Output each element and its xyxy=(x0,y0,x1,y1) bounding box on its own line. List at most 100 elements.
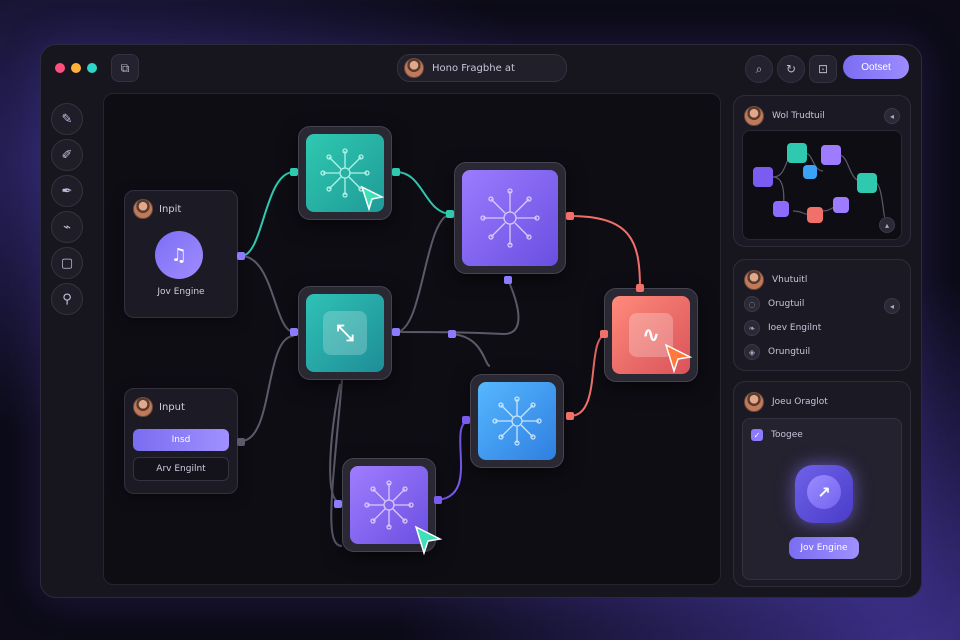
minimap-node xyxy=(821,145,841,165)
avatar xyxy=(744,270,764,290)
tool-wand-button[interactable]: ⚲ xyxy=(51,283,83,315)
frame-icon: ▢ xyxy=(60,255,74,271)
preview-panel: Wol Trudtuil ◂ xyxy=(733,95,911,247)
teal-transform-node[interactable]: ⤡ xyxy=(298,286,392,380)
avatar xyxy=(133,397,153,417)
output-port[interactable] xyxy=(237,252,245,260)
list-item[interactable]: ❧ Ioev Engilnt xyxy=(744,320,821,336)
bottom-port[interactable] xyxy=(504,276,512,284)
panel-title: Wol Trudtuil xyxy=(772,111,825,121)
minimap-node xyxy=(773,201,789,217)
tool-pencil-button[interactable]: ✎ xyxy=(51,103,83,135)
output-port[interactable] xyxy=(566,212,574,220)
list-item-label: Orungtuil xyxy=(768,347,811,357)
cursor-icon xyxy=(414,525,443,555)
minimap-node xyxy=(787,143,807,163)
tool-frame-button[interactable]: ▢ xyxy=(51,247,83,279)
input-port[interactable] xyxy=(290,328,298,336)
minimize-window-dot[interactable] xyxy=(71,63,81,73)
card-header: Inpit xyxy=(133,199,181,219)
volume-icon[interactable]: ◂ xyxy=(884,108,900,124)
input-port[interactable] xyxy=(462,416,470,424)
input-port[interactable] xyxy=(446,210,454,218)
wire xyxy=(329,383,341,503)
wire xyxy=(569,215,641,291)
tool-pen-button[interactable]: ✒ xyxy=(51,175,83,207)
share-button[interactable]: ⊡ xyxy=(809,55,837,83)
wire xyxy=(395,279,520,336)
output-port[interactable] xyxy=(392,168,400,176)
tool-brush-button[interactable]: ✐ xyxy=(51,139,83,171)
teal-processor-node[interactable] xyxy=(298,126,392,220)
wire xyxy=(395,213,453,333)
neural-network-icon xyxy=(480,188,540,248)
minimap-node xyxy=(833,197,849,213)
tool-link-button[interactable]: ⌁ xyxy=(51,211,83,243)
node-face xyxy=(350,466,428,544)
pencil-icon: ✎ xyxy=(61,111,73,127)
music-node-icon: ♫ xyxy=(155,231,203,279)
engine-field[interactable]: Arv Engilnt xyxy=(133,457,229,481)
leaf-icon: ❧ xyxy=(744,320,760,336)
search-button[interactable]: ⌕ xyxy=(745,55,773,83)
graph-minimap[interactable]: ▴ xyxy=(742,130,902,240)
engine-preview: ✓ Toogee ↗ Jov Engine xyxy=(742,418,902,580)
share-icon: ⊡ xyxy=(817,62,829,76)
wire xyxy=(240,255,295,333)
insert-button[interactable]: Insd xyxy=(133,429,229,451)
transform-icon: ⤡ xyxy=(323,311,367,355)
output-port[interactable] xyxy=(434,496,442,504)
minimap-node xyxy=(803,165,817,179)
primary-action-button[interactable]: Ootset xyxy=(843,55,909,79)
output-port[interactable] xyxy=(566,412,574,420)
panel-header: Joeu Oraglot xyxy=(744,392,828,412)
checkbox[interactable]: ✓ xyxy=(751,429,763,441)
wire xyxy=(447,333,491,367)
play-icon[interactable]: ◂ xyxy=(884,298,900,314)
app-window: ⧉ Hono Fragbhe at ⌕ ↻ ⊡ Ootset ✎ ✐ ✒ ⌁ xyxy=(40,44,922,598)
engine-panel: Joeu Oraglot ✓ Toogee ↗ Jov Engine xyxy=(733,381,911,587)
wave-icon: ∿ xyxy=(629,313,673,357)
pen-icon: ✒ xyxy=(61,183,73,199)
blue-neural-node[interactable] xyxy=(470,374,564,468)
card-title: Input xyxy=(159,401,185,413)
coral-output-node[interactable]: ∿ xyxy=(604,288,698,382)
wire xyxy=(240,171,295,257)
input-node-card[interactable]: Input Insd Arv Engilnt xyxy=(124,388,238,494)
wire xyxy=(240,335,295,442)
card-header: Input xyxy=(133,397,185,417)
sidebar-toggle-icon: ⧉ xyxy=(120,60,130,75)
maximize-window-dot[interactable] xyxy=(87,63,97,73)
engine-button[interactable]: Jov Engine xyxy=(789,537,859,559)
node-face xyxy=(462,170,558,266)
toggle-row[interactable]: ✓ Toogee xyxy=(751,429,803,441)
node-face xyxy=(478,382,556,460)
brush-icon: ✐ xyxy=(61,147,73,163)
violet-neural-node[interactable] xyxy=(342,458,443,555)
sidebar-toggle-button[interactable]: ⧉ xyxy=(111,54,139,82)
list-item[interactable]: ◈ Orungtuil xyxy=(744,344,810,360)
list-item-label: Orugtuil xyxy=(768,299,805,309)
violet-neural-node[interactable] xyxy=(454,162,566,274)
list-item[interactable]: ◌ Orugtuil xyxy=(744,296,804,312)
junction-port[interactable] xyxy=(448,330,456,338)
output-port[interactable] xyxy=(237,438,245,446)
cursor-icon xyxy=(664,343,693,373)
wire xyxy=(395,171,453,215)
minimap-node xyxy=(753,167,773,187)
output-port[interactable] xyxy=(392,328,400,336)
connection-wires xyxy=(240,171,641,547)
project-title-pill[interactable]: Hono Fragbhe at xyxy=(397,54,567,82)
history-button[interactable]: ↻ xyxy=(777,55,805,83)
close-window-dot[interactable] xyxy=(55,63,65,73)
input-port[interactable] xyxy=(290,168,298,176)
panel-title: Vhutuitl xyxy=(772,275,808,285)
input-port[interactable] xyxy=(600,330,608,338)
expand-icon[interactable]: ▴ xyxy=(879,217,895,233)
input-port[interactable] xyxy=(334,500,342,508)
input-node-card[interactable]: Inpit ♫ Jov Engine xyxy=(124,190,238,318)
node-face: ⤡ xyxy=(306,294,384,372)
card-label: Jov Engine xyxy=(157,287,205,297)
node-canvas[interactable]: Inpit ♫ Jov Engine Input Insd Arv Engiln… xyxy=(103,93,721,585)
top-port[interactable] xyxy=(636,284,644,292)
